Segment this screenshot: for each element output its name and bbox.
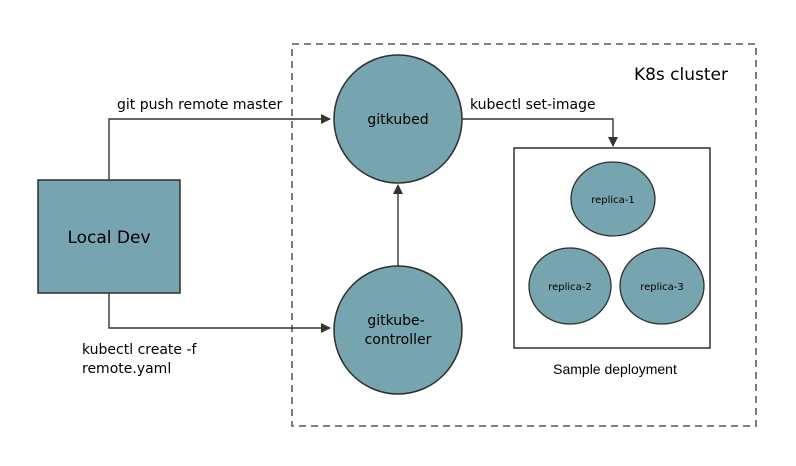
- k8s-cluster-boundary: [291, 43, 757, 427]
- k8s-cluster-label: K8s cluster: [634, 65, 728, 85]
- edge-set-image-label: kubectl set-image: [470, 97, 596, 113]
- gitkube-controller-node[interactable]: [333, 265, 463, 395]
- gitkube-controller-label-line1: gitkube-: [367, 313, 424, 329]
- sample-deployment-label: Sample deployment: [553, 361, 677, 377]
- replica-3-label: replica-3: [640, 282, 684, 293]
- replica-1-node[interactable]: [570, 161, 656, 237]
- replica-2-label: replica-2: [548, 282, 592, 293]
- gitkubed-label: gitkubed: [367, 112, 428, 128]
- replica-3-node[interactable]: [619, 247, 705, 325]
- replica-2-node[interactable]: [528, 247, 612, 325]
- edge-set-image: [462, 118, 618, 147]
- edge-kubectl-create-line1: kubectl create -f: [82, 342, 198, 358]
- edge-kubectl-create-line2: remote.yaml: [82, 361, 171, 377]
- local-dev-label: Local Dev: [67, 228, 150, 248]
- edge-git-push-label: git push remote master: [117, 97, 283, 113]
- edge-kubectl-create: [108, 293, 331, 333]
- replica-1-label: replica-1: [591, 195, 635, 206]
- edge-git-push: [108, 114, 331, 180]
- gitkube-controller-label-line2: controller: [365, 332, 432, 348]
